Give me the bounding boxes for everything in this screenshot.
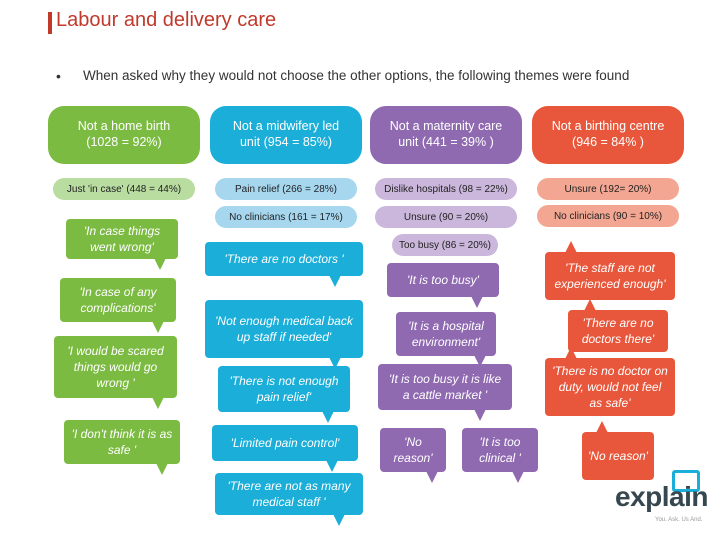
- bubble-tail: [474, 409, 486, 421]
- bubble-tail: [596, 421, 608, 433]
- theme-pill: Unsure (90 = 20%): [375, 206, 517, 228]
- quote-bubble: 'Limited pain control': [212, 425, 358, 472]
- quote-text: 'It is a hospital environment': [408, 318, 484, 349]
- header-line2: (1028 = 92%): [86, 135, 162, 149]
- bubble-tail: [322, 411, 334, 423]
- quote-text: 'It is too busy it is like a cattle mark…: [388, 371, 502, 402]
- quote-bubble: 'Not enough medical back up staff if nee…: [205, 300, 363, 369]
- quote-text: 'In case things went wrong': [83, 223, 161, 254]
- quote-text: 'No reason': [393, 434, 433, 465]
- quote-text: 'There are no doctors there': [581, 315, 655, 346]
- bubble-tail: [156, 463, 168, 475]
- quote-text: 'It is too busy': [407, 272, 479, 287]
- quote-bubble: 'No reason': [380, 428, 446, 483]
- quote-text: 'Not enough medical back up staff if nee…: [215, 313, 353, 344]
- theme-pill: No clinicians (90 = 10%): [537, 205, 679, 227]
- quote-text: 'In case of any complications': [79, 284, 157, 315]
- header-line1: Not a maternity care: [389, 119, 503, 134]
- header-line2: (946 = 84% ): [572, 135, 644, 149]
- quote-text: 'There is not enough pain relief': [229, 373, 339, 404]
- quote-bubble: 'There are not as many medical staff ': [215, 473, 363, 526]
- header-home-birth: Not a home birth(1028 = 92%): [48, 106, 200, 164]
- logo: explain: [615, 481, 708, 512]
- logo-speech-icon: [672, 470, 700, 492]
- quote-bubble: 'It is too busy it is like a cattle mark…: [378, 364, 512, 421]
- bullet-point: •: [56, 68, 61, 84]
- quote-bubble: 'There is no doctor on duty, would not f…: [545, 347, 675, 416]
- quote-text: 'The staff are not experienced enough': [554, 260, 666, 291]
- quote-text: 'There are not as many medical staff ': [227, 478, 351, 509]
- quote-text: 'I would be scared things would go wrong…: [67, 343, 164, 391]
- quote-bubble: 'In case things went wrong': [66, 219, 178, 270]
- quote-bubble: 'No reason': [582, 421, 654, 480]
- quote-bubble: 'There is not enough pain relief': [218, 366, 350, 423]
- theme-pill: Pain relief (266 = 28%): [215, 178, 357, 200]
- bubble-tail: [326, 460, 338, 472]
- quote-text: 'I don't think it is as safe ': [71, 426, 173, 457]
- header-line1: Not a midwifery led: [232, 119, 340, 134]
- theme-pill: Just 'in case' (448 = 44%): [53, 178, 195, 200]
- quote-text: 'Limited pain control': [230, 435, 340, 450]
- bubble-tail: [584, 299, 596, 311]
- quote-text: 'There is no doctor on duty, would not f…: [552, 363, 668, 411]
- theme-pill: No clinicians (161 = 17%): [215, 206, 357, 228]
- quote-text: 'No reason': [588, 448, 648, 463]
- bubble-tail: [333, 514, 345, 526]
- header-line1: Not a birthing centre: [551, 119, 665, 134]
- title-accent-bar: [48, 12, 52, 34]
- quote-bubble: 'The staff are not experienced enough': [545, 241, 675, 300]
- bubble-tail: [152, 321, 164, 333]
- page-title: Labour and delivery care: [56, 9, 277, 31]
- bubble-tail: [426, 471, 438, 483]
- bubble-tail: [565, 347, 577, 359]
- bubble-tail: [565, 241, 577, 253]
- logo-tagline: You. Ask. Us And.: [655, 517, 703, 523]
- bubble-tail: [154, 258, 166, 270]
- header-line2: unit (441 = 39% ): [398, 135, 494, 149]
- bubble-tail: [152, 397, 164, 409]
- bubble-tail: [329, 275, 341, 287]
- theme-pill: Too busy (86 = 20%): [392, 234, 498, 256]
- quote-bubble: 'I would be scared things would go wrong…: [54, 336, 177, 409]
- bubble-tail: [512, 471, 524, 483]
- intro-text: When asked why they would not choose the…: [83, 68, 630, 83]
- quote-bubble: 'In case of any complications': [60, 278, 176, 333]
- header-line1: Not a home birth: [77, 119, 171, 134]
- quote-text: 'It is too clinical ': [479, 434, 521, 465]
- quote-text: 'There are no doctors ': [224, 251, 344, 266]
- header-line2: unit (954 = 85%): [239, 135, 333, 149]
- quote-bubble: 'There are no doctors there': [568, 299, 668, 352]
- header-birthing-centre: Not a birthing centre(946 = 84% ): [532, 106, 684, 164]
- quote-bubble: 'It is too clinical ': [462, 428, 538, 483]
- theme-pill: Dislike hospitals (98 = 22%): [375, 178, 517, 200]
- bubble-tail: [471, 296, 483, 308]
- quote-bubble: 'There are no doctors ': [205, 242, 363, 287]
- quote-bubble: 'It is too busy': [387, 263, 499, 308]
- quote-bubble: 'It is a hospital environment': [396, 312, 496, 367]
- theme-pill: Unsure (192= 20%): [537, 178, 679, 200]
- quote-bubble: 'I don't think it is as safe ': [64, 420, 180, 475]
